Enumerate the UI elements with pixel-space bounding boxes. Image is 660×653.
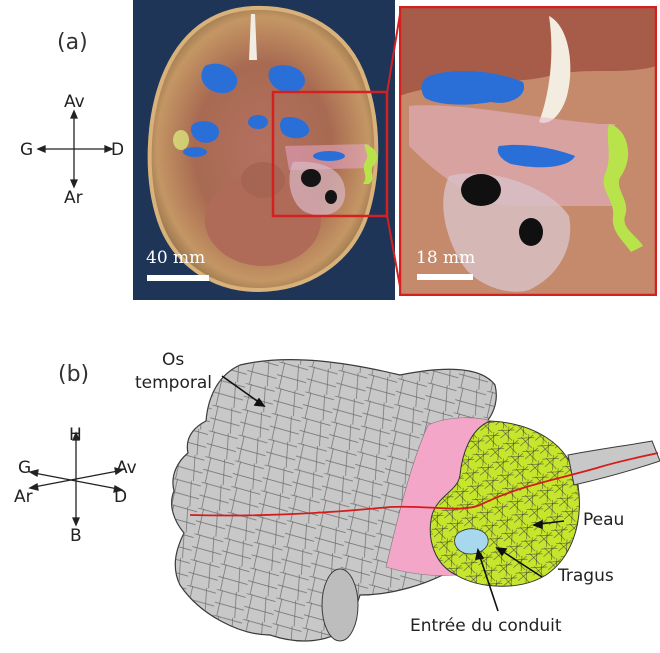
scale-bar-zoom [417, 274, 473, 280]
neck-end [321, 568, 359, 642]
dark-cavity-1 [301, 169, 321, 187]
compass-b-left-up: G [18, 458, 32, 478]
zoom-canal-blue [497, 144, 575, 168]
compass-b [28, 431, 124, 527]
zoom-cavity-1 [461, 174, 501, 206]
canal-entry [454, 528, 489, 555]
annotation-arrows [221, 375, 565, 612]
brainstem [241, 162, 285, 198]
sinus-center [248, 115, 268, 129]
zoom-skin [603, 124, 643, 252]
zoom-connector [386, 7, 402, 293]
dark-cavity-2 [325, 190, 337, 204]
airway-left [201, 63, 238, 94]
cryosection-image [133, 0, 395, 300]
compass-a-north: Av [64, 92, 85, 112]
airway-right [268, 65, 305, 93]
scale-bar-main [147, 275, 209, 281]
zoom-airway [421, 70, 525, 105]
panel-a-label: (a) [57, 30, 88, 55]
zoom-image [399, 6, 657, 296]
label-peau: Peau [583, 510, 625, 530]
panel-b-label: (b) [58, 362, 90, 387]
ear-left-skin [173, 130, 189, 150]
cerebellum [205, 174, 321, 266]
ear-skin [363, 144, 378, 184]
compass-a-west: G [20, 140, 34, 160]
cut-line [189, 452, 659, 517]
sinus-left [190, 121, 219, 143]
scale-label-zoom: 18 mm [416, 248, 476, 268]
compass-a [36, 109, 114, 189]
ear-canal-blue [313, 151, 345, 161]
compass-b-left-down: Ar [14, 487, 33, 507]
label-os-temporal-2: temporal [135, 373, 213, 393]
compass-b-right-down: D [114, 487, 128, 507]
label-tragus: Tragus [558, 566, 614, 586]
zoom-bone [539, 16, 571, 123]
compass-a-south: Ar [64, 188, 83, 208]
label-entree-conduit: Entrée du conduit [410, 616, 562, 636]
zoom-cavity-2 [519, 218, 543, 246]
zoom-frame [271, 90, 389, 218]
scale-label-main: 40 mm [146, 248, 206, 268]
nasal-septum [249, 14, 257, 60]
compass-b-down: B [70, 526, 82, 546]
compass-b-right-up: Av [116, 458, 137, 478]
zoom-frame-border [399, 6, 657, 296]
compass-b-up: H [69, 425, 82, 445]
sinus-right [280, 116, 310, 139]
compass-a-east: D [111, 140, 125, 160]
canal-left [183, 147, 207, 157]
head-mesh-model [171, 358, 660, 642]
label-os-temporal-1: Os [162, 350, 185, 370]
